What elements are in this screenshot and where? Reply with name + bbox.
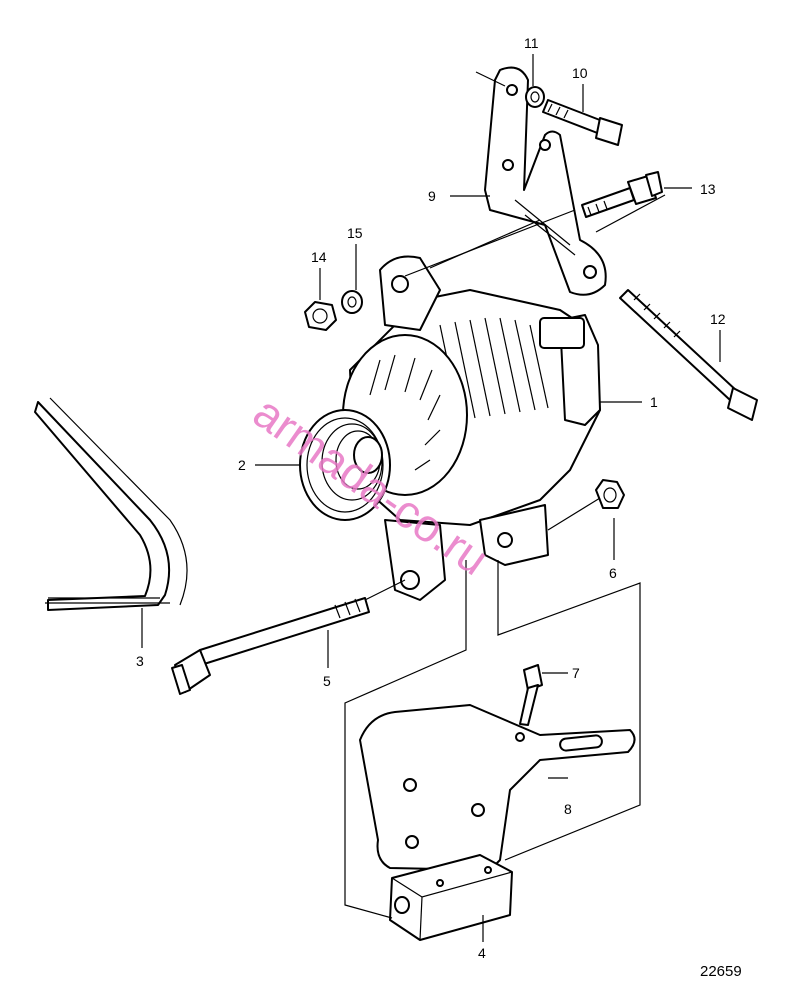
callout-14: 14 xyxy=(311,249,327,265)
washer-15 xyxy=(341,290,363,314)
leader-lines xyxy=(141,54,721,942)
callout-13: 13 xyxy=(700,181,716,197)
callout-1: 1 xyxy=(650,394,658,410)
callout-7: 7 xyxy=(572,665,580,681)
upper-bracket xyxy=(484,66,607,296)
callout-5: 5 xyxy=(323,673,331,689)
bolt-12 xyxy=(619,289,758,421)
callout-4: 4 xyxy=(478,945,486,961)
callout-3: 3 xyxy=(136,653,144,669)
callout-10: 10 xyxy=(572,65,588,81)
bolt-10 xyxy=(542,99,623,146)
bolt-13 xyxy=(581,171,663,218)
nut-6 xyxy=(595,479,625,509)
callout-11: 11 xyxy=(524,35,539,51)
callout-labels: 1 2 3 4 5 6 7 8 9 10 11 12 13 14 15 xyxy=(136,35,726,961)
callout-8: 8 xyxy=(564,801,572,817)
bolt-7 xyxy=(519,664,543,726)
spacer-block xyxy=(389,854,513,941)
drive-belt xyxy=(34,397,188,611)
washer-11 xyxy=(525,86,545,108)
callout-2: 2 xyxy=(238,457,246,473)
nut-14 xyxy=(304,301,337,331)
bolt-5 xyxy=(171,597,370,695)
lower-bracket xyxy=(359,704,636,871)
callout-15: 15 xyxy=(347,225,363,241)
figure-reference-number: 22659 xyxy=(700,963,742,980)
callout-12: 12 xyxy=(710,311,726,327)
callout-6: 6 xyxy=(609,565,617,581)
callout-9: 9 xyxy=(428,188,436,204)
